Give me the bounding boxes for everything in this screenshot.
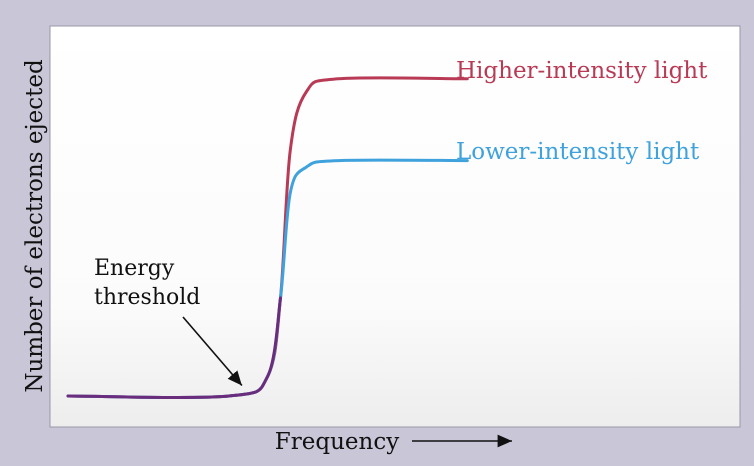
series-line-shared xyxy=(66,296,282,399)
threshold-arrow xyxy=(182,316,243,387)
series-label-higher: Higher-intensity light xyxy=(456,58,708,84)
series-group xyxy=(66,76,469,399)
y-axis-label: Number of electrons ejected xyxy=(22,59,48,393)
annotation-line-2: threshold xyxy=(94,285,200,310)
annotation-line-1: Energy xyxy=(94,256,175,281)
plot-area xyxy=(49,25,741,428)
series-label-lower: Lower-intensity light xyxy=(456,139,700,165)
x-axis-label: Frequency xyxy=(275,429,399,455)
